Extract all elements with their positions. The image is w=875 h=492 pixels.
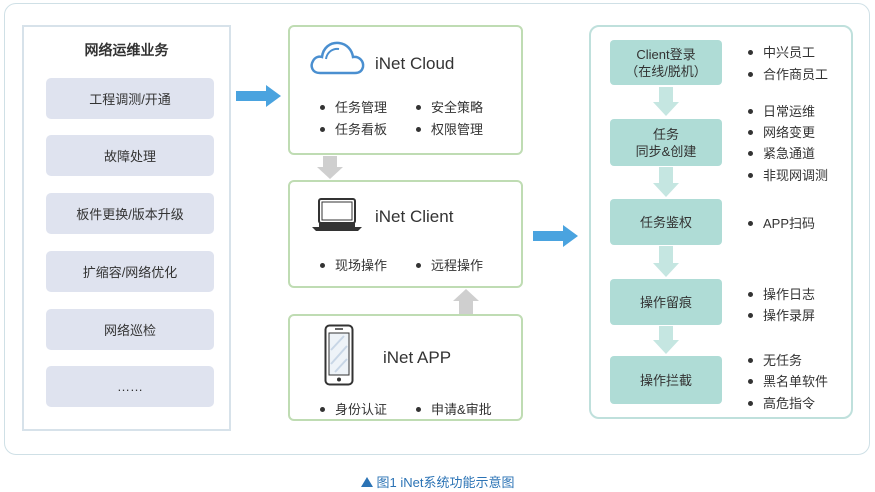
bullet-dot <box>416 407 421 413</box>
step-bullet: 紧急通道 <box>748 143 815 162</box>
step-bullet: 无任务 <box>748 350 802 369</box>
step-bullet: 合作商员工 <box>748 64 828 83</box>
cloud-bullet-label: 任务管理 <box>335 100 388 115</box>
business-item: 故障处理 <box>46 135 214 176</box>
step-bullet: 非现网调测 <box>748 165 828 184</box>
step-bullet: 高危指令 <box>748 393 815 412</box>
step-bullet-label: 操作录屏 <box>763 308 816 323</box>
bullet-dot <box>748 109 753 115</box>
step-bullet-label: 紧急通道 <box>763 146 816 161</box>
client-bullet: 现场操作 <box>320 255 387 274</box>
arrow-right-icon <box>533 225 578 247</box>
step-label: Client登录 <box>636 46 696 62</box>
step-sublabel: （在线/脱机） <box>625 63 707 79</box>
process-step: 操作留痕 <box>610 279 722 325</box>
arrow-up-icon <box>453 289 479 314</box>
step-label: 任务 <box>652 126 679 142</box>
step-bullet-label: APP扫码 <box>763 216 816 231</box>
step-bullet: 操作日志 <box>748 284 815 303</box>
step-bullet-label: 操作日志 <box>763 287 816 302</box>
step-bullet: 日常运维 <box>748 101 815 120</box>
step-label: 操作留痕 <box>639 294 692 310</box>
caption-text: 图1 iNet系统功能示意图 <box>376 475 515 490</box>
step-bullet-label: 中兴员工 <box>763 45 816 60</box>
bullet-dot <box>416 263 421 269</box>
cloud-bullet: 权限管理 <box>416 119 483 138</box>
bullet-dot <box>320 407 325 413</box>
step-label: 操作拦截 <box>639 372 692 388</box>
client-title: iNet Client <box>375 207 454 226</box>
business-item: 工程调测/开通 <box>46 78 214 119</box>
bullet-dot <box>416 127 421 133</box>
triangle-icon <box>360 476 373 487</box>
client-bullet-label: 现场操作 <box>335 258 388 273</box>
client-bullet: 远程操作 <box>416 255 483 274</box>
process-step: 任务鉴权 <box>610 199 722 245</box>
arrow-down-icon <box>653 87 679 116</box>
business-item: 板件更换/版本升级 <box>46 193 214 234</box>
app-title: iNet APP <box>383 348 452 367</box>
bullet-dot <box>748 401 753 407</box>
step-bullet-label: 日常运维 <box>763 104 816 119</box>
cloud-bullet-label: 任务看板 <box>335 122 388 137</box>
phone-icon <box>324 324 354 386</box>
bullet-dot <box>748 221 753 227</box>
bullet-dot <box>748 358 753 364</box>
arrow-right-icon <box>236 85 281 107</box>
step-bullet: APP扫码 <box>748 213 815 232</box>
bullet-dot <box>416 105 421 111</box>
arrow-down-icon <box>653 246 679 277</box>
step-bullet-label: 非现网调测 <box>763 168 829 183</box>
cloud-bullet-label: 安全策略 <box>431 100 484 115</box>
arrow-down-icon <box>317 156 343 179</box>
bullet-dot <box>748 313 753 319</box>
cloud-bullet: 任务管理 <box>320 97 387 116</box>
bullet-dot <box>320 263 325 269</box>
process-step: Client登录 （在线/脱机） <box>610 40 722 85</box>
step-bullet-label: 合作商员工 <box>763 67 829 82</box>
bullet-dot <box>748 50 753 56</box>
bullet-dot <box>320 127 325 133</box>
bullet-dot <box>320 105 325 111</box>
cloud-title: iNet Cloud <box>375 54 455 73</box>
arrow-down-icon <box>653 326 679 354</box>
step-bullet: 操作录屏 <box>748 305 815 324</box>
app-bullet: 申请&审批 <box>416 399 492 418</box>
cloud-icon <box>310 41 365 75</box>
business-item: 网络巡检 <box>46 309 214 350</box>
app-bullet-label: 身份认证 <box>335 402 388 417</box>
app-bullet: 身份认证 <box>320 399 387 418</box>
step-bullet-label: 无任务 <box>763 353 803 368</box>
bullet-dot <box>748 130 753 136</box>
step-bullet: 中兴员工 <box>748 42 815 61</box>
step-sublabel: 同步&创建 <box>635 143 697 159</box>
step-bullet-label: 高危指令 <box>763 396 816 411</box>
step-bullet-label: 黑名单软件 <box>763 374 829 389</box>
bullet-dot <box>748 292 753 298</box>
step-bullet-label: 网络变更 <box>763 125 816 140</box>
business-item: 扩缩容/网络优化 <box>46 251 214 292</box>
figure-caption: 图1 iNet系统功能示意图 <box>0 472 875 491</box>
client-bullet-label: 远程操作 <box>431 258 484 273</box>
bullet-dot <box>748 151 753 157</box>
laptop-icon <box>312 198 362 231</box>
app-bullet-label: 申请&审批 <box>431 402 492 417</box>
step-bullet: 网络变更 <box>748 122 815 141</box>
step-label: 任务鉴权 <box>639 214 692 230</box>
step-bullet: 黑名单软件 <box>748 371 828 390</box>
business-item: …… <box>46 366 214 407</box>
cloud-bullet: 安全策略 <box>416 97 483 116</box>
arrow-down-icon <box>653 167 679 197</box>
bullet-dot <box>748 379 753 385</box>
business-panel-title: 网络运维业务 <box>84 42 169 58</box>
bullet-dot <box>748 173 753 179</box>
process-step: 任务 同步&创建 <box>610 119 722 166</box>
bullet-dot <box>748 72 753 78</box>
cloud-bullet: 任务看板 <box>320 119 387 138</box>
cloud-bullet-label: 权限管理 <box>431 122 484 137</box>
process-step: 操作拦截 <box>610 356 722 404</box>
